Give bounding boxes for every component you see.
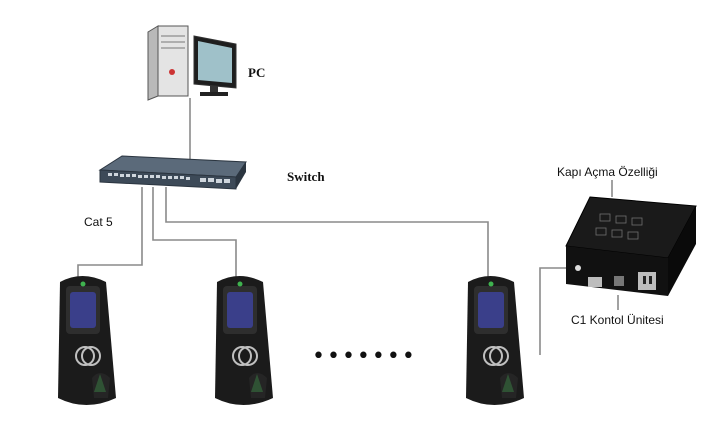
pc-label: PC: [248, 65, 266, 80]
switch-label: Switch: [287, 169, 325, 184]
connection-lines: [77, 98, 619, 355]
network-switch-icon: [98, 155, 247, 190]
switch-to-terminal-2-line: [152, 187, 237, 282]
face-recognition-terminal-icon: [58, 276, 116, 405]
controller-label: C1 Kontol Ünitesi: [571, 313, 664, 327]
face-recognition-terminal-icon-3: [465, 275, 525, 406]
pc-icon: [147, 25, 237, 101]
cable-label: Cat 5: [84, 215, 113, 229]
access-controller-box-icon: [565, 196, 697, 296]
door-feature-label: Kapı Açma Özelliği: [557, 165, 658, 179]
switch-to-terminal-1-line: [77, 187, 143, 282]
face-recognition-terminal-icon-2: [214, 275, 274, 406]
more-devices-ellipsis: •••••••: [312, 344, 417, 369]
terminal-3-to-controller-line: [539, 267, 568, 355]
switch-to-terminal-3-line: [165, 187, 489, 280]
